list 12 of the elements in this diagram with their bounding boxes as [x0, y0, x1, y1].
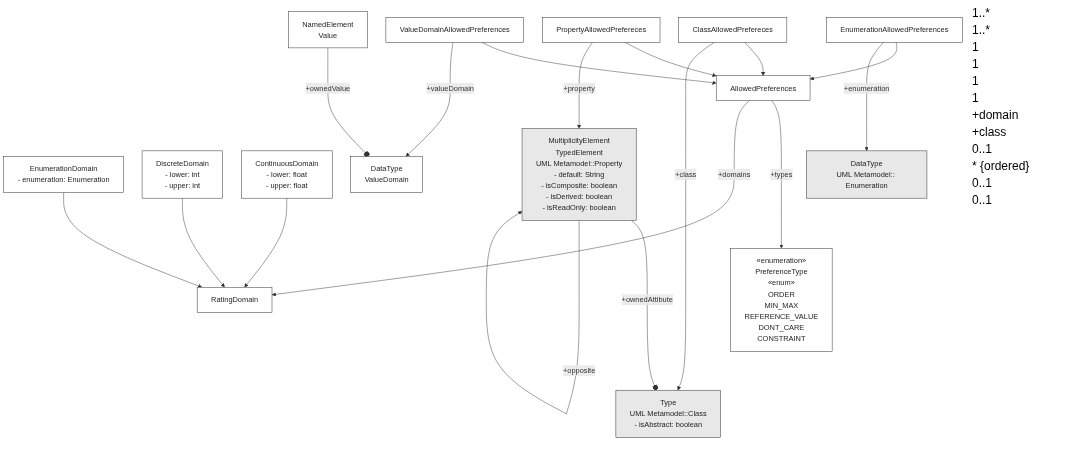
multiplicity-label: 0..1 [972, 176, 993, 190]
multiplicity-label: 1..* [972, 6, 991, 20]
multiplicity-label: +class [972, 125, 1008, 139]
multiplicity-label: 1 [972, 91, 980, 105]
multiplicity-label: 1 [972, 74, 980, 88]
multiplicity-label: 1 [972, 57, 980, 71]
multiplicity-label: +domain [972, 108, 1020, 122]
multiplicity-label: 0..1 [972, 193, 993, 207]
multiplicity-label: 1 [972, 40, 980, 54]
multiplicity-label: 0..1 [972, 142, 993, 156]
multiplicity-label: * {ordered} [972, 159, 1031, 173]
multiplicity-label: 1..* [972, 23, 991, 37]
